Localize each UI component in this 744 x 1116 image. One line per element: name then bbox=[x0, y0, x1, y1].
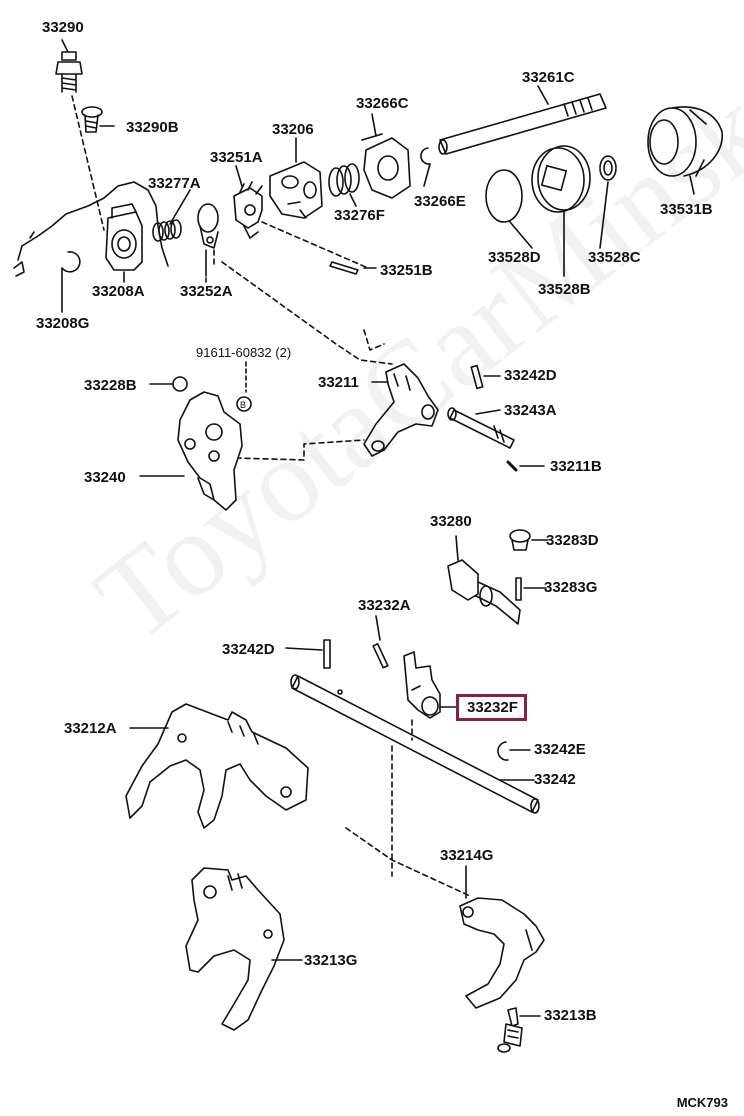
part-label-33528c[interactable]: 33528C bbox=[588, 249, 641, 266]
pin-33242d-top bbox=[470, 364, 484, 390]
lever-33211 bbox=[363, 363, 439, 457]
inner-lever-33206 bbox=[269, 161, 323, 219]
part-label-33283g[interactable]: 33283G bbox=[544, 579, 598, 596]
lever-33240 bbox=[177, 391, 243, 511]
part-label-33261c[interactable]: 33261C bbox=[522, 69, 575, 86]
svg-text:B: B bbox=[240, 400, 246, 410]
part-label-33242e[interactable]: 33242E bbox=[534, 741, 586, 758]
part-label-33280[interactable]: 33280 bbox=[430, 513, 472, 530]
part-label-33528d[interactable]: 33528D bbox=[488, 249, 541, 266]
part-label-33290[interactable]: 33290 bbox=[42, 19, 84, 36]
fork-33214g bbox=[459, 897, 545, 1009]
selector-33266c bbox=[361, 133, 411, 199]
part-label-33242d-mid[interactable]: 33242D bbox=[222, 641, 275, 658]
part-label-33242[interactable]: 33242 bbox=[534, 771, 576, 788]
pin-33283g bbox=[515, 577, 522, 601]
part-label-33214g[interactable]: 33214G bbox=[440, 847, 494, 864]
shaft-33242 bbox=[290, 674, 540, 814]
part-label-33283d[interactable]: 33283D bbox=[546, 532, 599, 549]
spring-33276f bbox=[328, 163, 360, 197]
shaft-33261c bbox=[438, 93, 607, 155]
part-label-33228b[interactable]: 33228B bbox=[84, 377, 137, 394]
snap-ring-33266e bbox=[420, 147, 431, 165]
part-label-33251a[interactable]: 33251A bbox=[210, 149, 263, 166]
e-ring-33242e bbox=[497, 741, 509, 761]
part-label-33212a[interactable]: 33212A bbox=[64, 720, 117, 737]
part-label-33266c[interactable]: 33266C bbox=[356, 95, 409, 112]
pin-33211b bbox=[506, 460, 518, 472]
bolt-33213b bbox=[497, 1007, 523, 1053]
part-label-33251b[interactable]: 33251B bbox=[380, 262, 433, 279]
case-fragment bbox=[13, 181, 169, 277]
part-label-33243a[interactable]: 33243A bbox=[504, 402, 557, 419]
pin-33251b bbox=[329, 261, 359, 275]
bolt-33290b bbox=[81, 106, 103, 133]
part-label-33211[interactable]: 33211 bbox=[318, 374, 359, 391]
part-label-33242d-top[interactable]: 33242D bbox=[504, 367, 557, 384]
spring-33277a bbox=[152, 219, 182, 242]
seat-33528b bbox=[531, 145, 591, 213]
fork-33212a bbox=[125, 703, 309, 829]
screw-33283d bbox=[509, 529, 531, 551]
pin-33232a bbox=[372, 643, 389, 669]
part-label-33211b[interactable]: 33211B bbox=[550, 458, 602, 475]
part-label-33290b[interactable]: 33290B bbox=[126, 119, 179, 136]
part-label-33240[interactable]: 33240 bbox=[84, 469, 126, 486]
head-33232f bbox=[403, 651, 441, 719]
boot-33531b bbox=[647, 106, 723, 177]
part-label-33276f[interactable]: 33276F bbox=[334, 207, 385, 224]
shaft-33243a bbox=[447, 407, 515, 449]
part-label-91611-60832[interactable]: 91611-60832 (2) bbox=[196, 345, 292, 360]
part-label-33213g[interactable]: 33213G bbox=[304, 952, 358, 969]
part-label-33208a[interactable]: 33208A bbox=[92, 283, 145, 300]
diagram-code: MCK793 bbox=[676, 1095, 728, 1110]
plate-33528d bbox=[485, 169, 523, 223]
bellcrank-33251a bbox=[233, 181, 263, 239]
part-label-33266e[interactable]: 33266E bbox=[414, 193, 466, 210]
snap-ring-33208g bbox=[61, 251, 81, 273]
lever-housing-33208a bbox=[105, 203, 143, 271]
part-label-33232a[interactable]: 33232A bbox=[358, 597, 411, 614]
part-label-33206[interactable]: 33206 bbox=[272, 121, 314, 138]
part-label-33531b[interactable]: 33531B bbox=[660, 201, 713, 218]
part-label-33528b[interactable]: 33528B bbox=[538, 281, 591, 298]
breather-plug-33290 bbox=[55, 51, 83, 93]
fork-33213g bbox=[185, 867, 285, 1031]
lever-33280 bbox=[447, 535, 521, 625]
nut-33228b bbox=[172, 376, 188, 392]
part-label-33208g[interactable]: 33208G bbox=[36, 315, 90, 332]
retainer-33528c bbox=[599, 155, 617, 181]
part-label-33213b[interactable]: 33213B bbox=[544, 1007, 597, 1024]
part-label-33252a[interactable]: 33252A bbox=[180, 283, 233, 300]
part-label-33232f-highlighted[interactable]: 33232F bbox=[456, 694, 527, 721]
inner-lever-33252a bbox=[197, 203, 219, 249]
pin-33242d-mid bbox=[323, 639, 331, 669]
part-label-33277a[interactable]: 33277A bbox=[148, 175, 201, 192]
